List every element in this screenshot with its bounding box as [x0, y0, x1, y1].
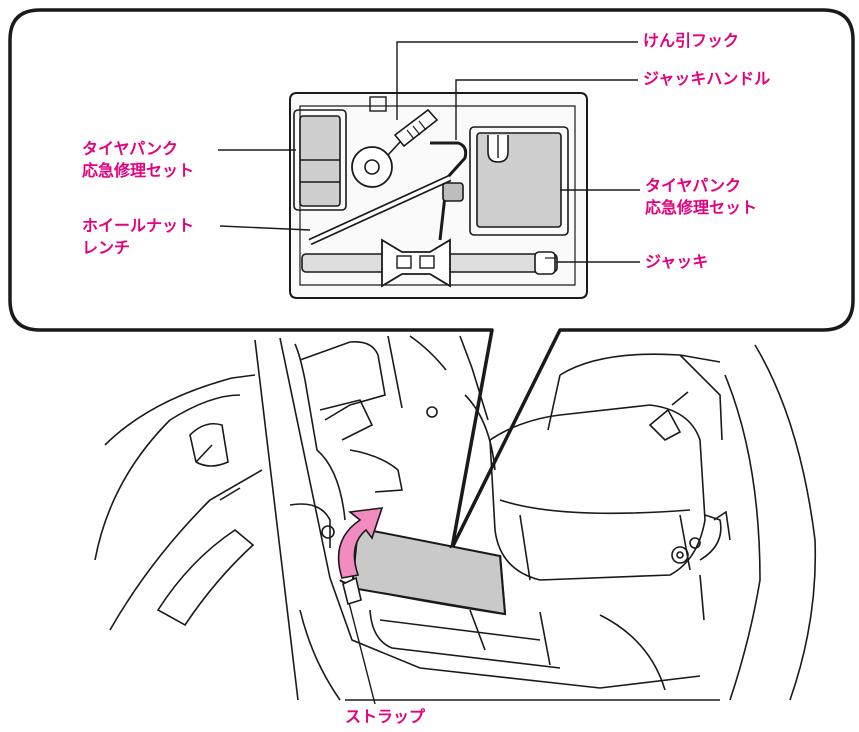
label-wheel-nut-wrench-line1: ホイールナット — [82, 216, 195, 235]
cargo-lid — [350, 526, 507, 616]
label-strap: ストラップ — [345, 707, 426, 726]
lift-arrow — [337, 507, 384, 579]
label-wheel-nut-wrench-line2: レンチ — [82, 238, 131, 257]
label-repair-kit-right-line2: 応急修理セット — [645, 198, 758, 217]
label-tow-hook: けん引フック — [643, 31, 740, 50]
jack-handle — [430, 141, 468, 241]
repair-kit-right — [476, 132, 562, 228]
label-jack: ジャッキ — [645, 252, 709, 271]
strap — [342, 576, 362, 606]
label-repair-kit-left-line2: 応急修理セット — [82, 161, 195, 180]
repair-kit-left — [299, 115, 341, 207]
label-repair-kit-right: タイヤパンク 応急修理セット — [645, 175, 757, 219]
wheel-nut-wrench — [308, 174, 452, 246]
label-repair-kit-left-line1: タイヤパンク — [82, 139, 179, 158]
vehicle-interior — [94, 335, 817, 701]
label-wheel-nut-wrench: ホイールナット レンチ — [82, 215, 194, 259]
label-jack-handle: ジャッキハンドル — [643, 69, 771, 88]
label-repair-kit-right-line1: タイヤパンク — [645, 176, 742, 195]
leader-lines — [218, 41, 640, 705]
label-repair-kit-left: タイヤパンク 応急修理セット — [82, 138, 194, 182]
tool-tray — [289, 92, 588, 299]
jack — [301, 238, 558, 288]
tow-hook — [351, 108, 439, 188]
